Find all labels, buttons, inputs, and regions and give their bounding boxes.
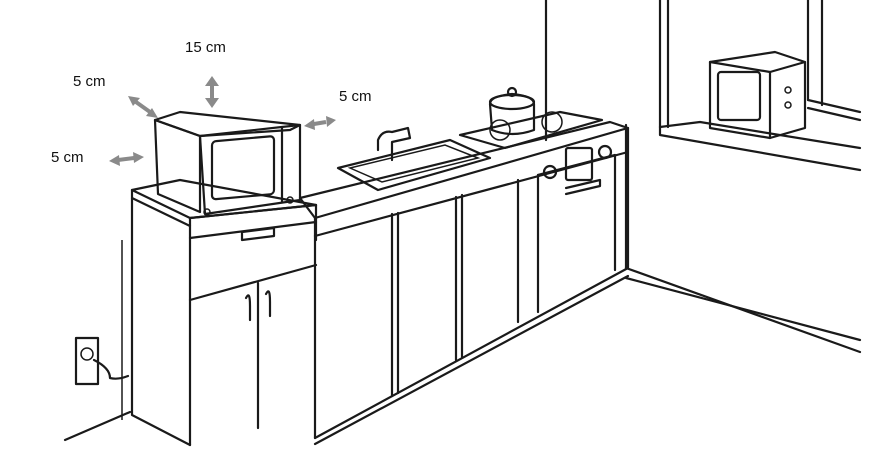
oven-on-windowsill [708,50,807,140]
arrow-right [304,116,336,130]
label-back-clearance: 5 cm [73,73,106,90]
clearance-arrows [109,76,336,166]
microwave-cabinet [130,178,318,447]
sink [336,126,492,192]
arrow-left [109,152,144,166]
kitchen-counter [298,120,630,446]
microwave-oven [153,110,302,216]
label-top-clearance: 15 cm [185,39,226,56]
label-left-clearance: 5 cm [51,149,84,166]
stove [458,86,613,196]
label-right-clearance: 5 cm [339,88,372,105]
arrow-back [128,96,158,118]
room-walls [63,0,862,442]
power-outlet [74,336,130,386]
window [658,0,862,172]
arrow-top [205,76,219,108]
